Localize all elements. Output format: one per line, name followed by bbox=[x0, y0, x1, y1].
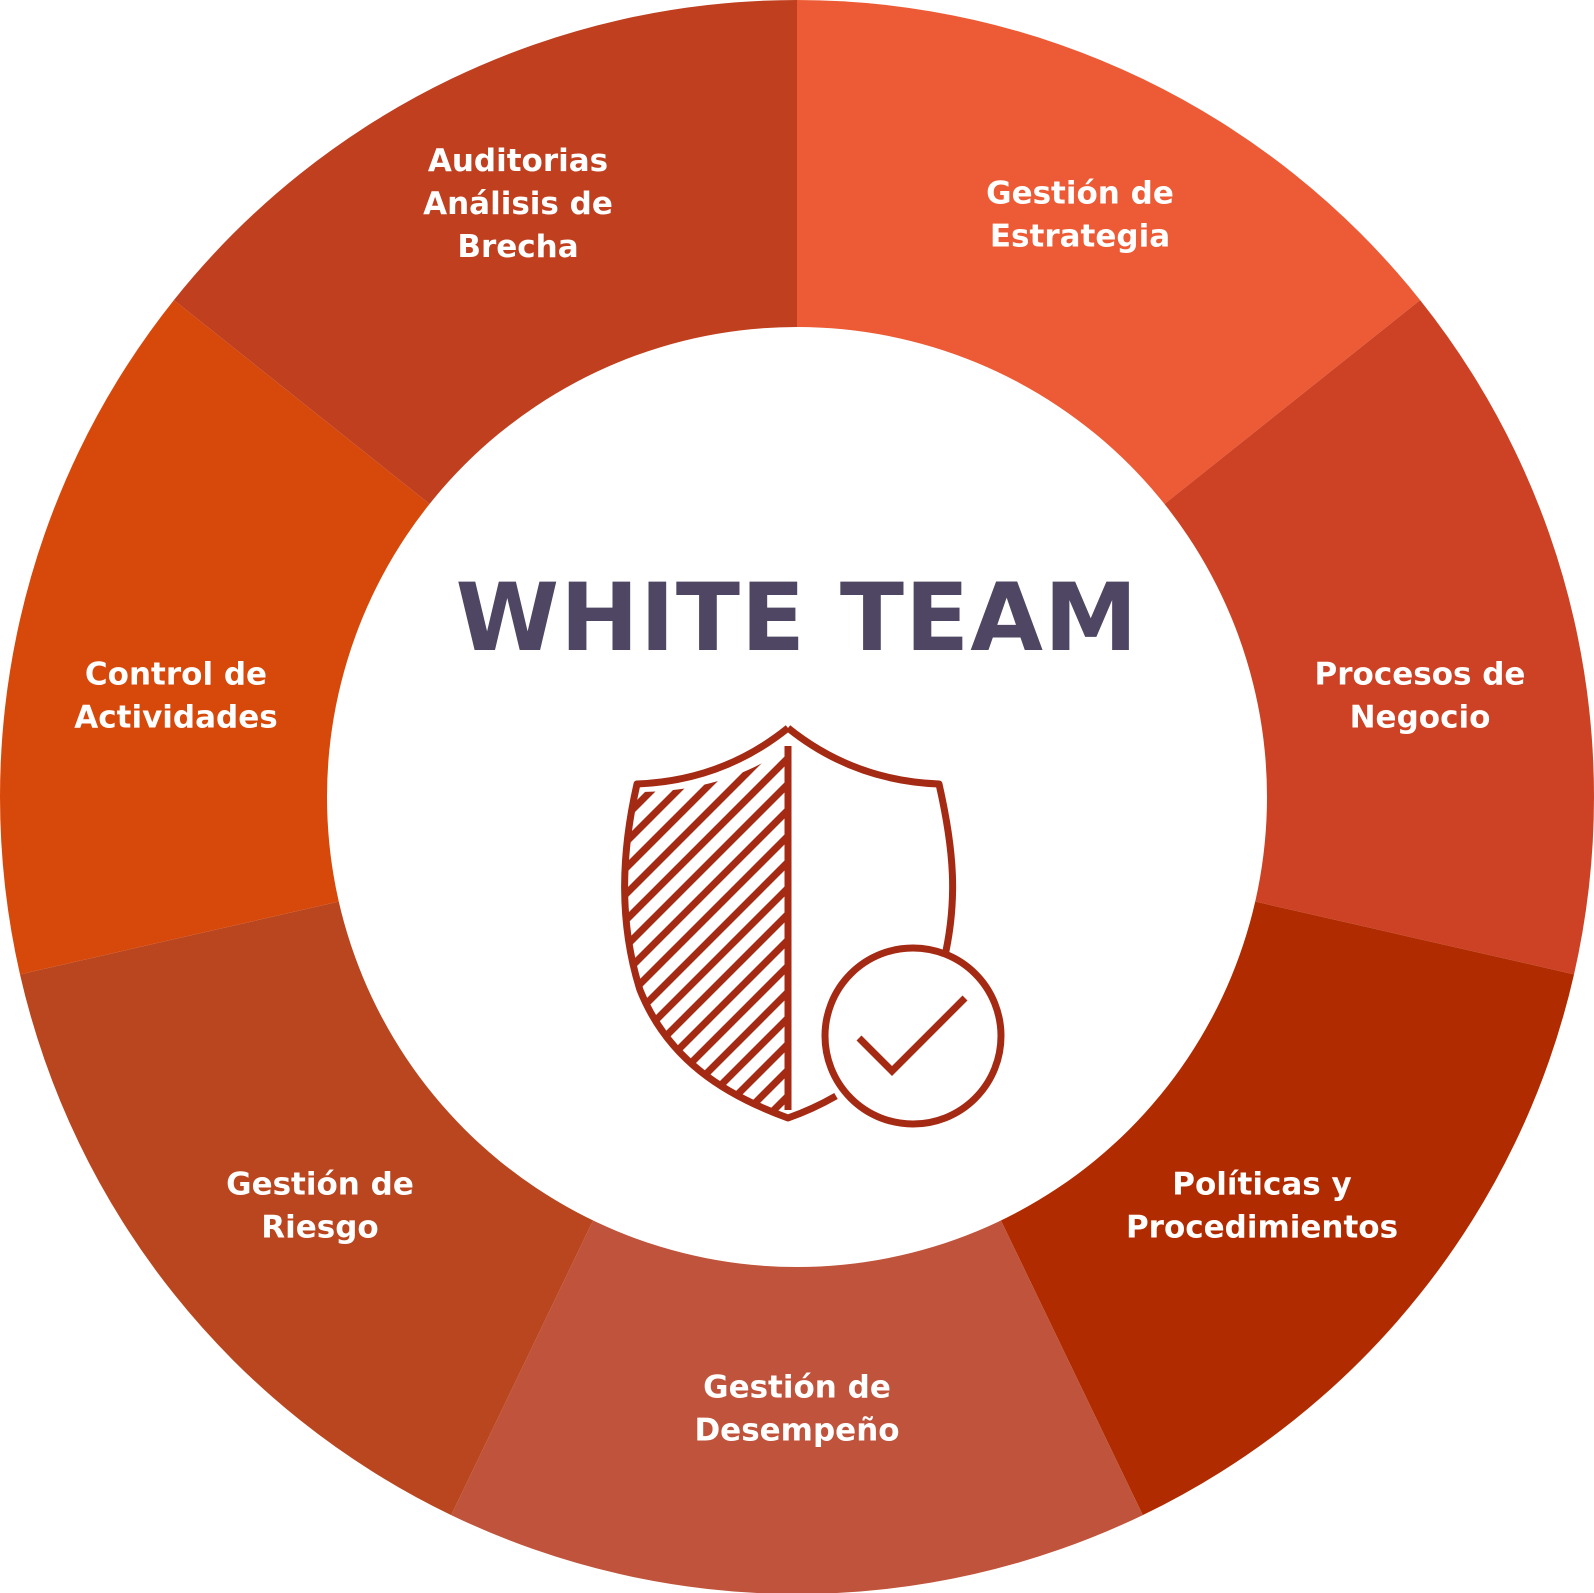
hatch-line bbox=[625, 747, 788, 1118]
center-title: WHITE TEAM bbox=[455, 564, 1138, 673]
center-circle bbox=[327, 327, 1267, 1267]
hatch-line bbox=[625, 747, 751, 1118]
shield-hatch bbox=[625, 747, 788, 1118]
segment-label-7-line-1: Auditorias bbox=[428, 143, 608, 179]
shield-outline-right-icon bbox=[785, 725, 957, 961]
segment-label-2-line-1: Procesos de bbox=[1315, 657, 1526, 693]
hatch-line bbox=[625, 747, 788, 1118]
segment-label-1-line-1: Gestión de bbox=[986, 176, 1174, 212]
segment-label-5-line-2: Riesgo bbox=[261, 1210, 378, 1246]
segment-label-2-line-2: Negocio bbox=[1350, 700, 1491, 736]
hatch-line bbox=[625, 747, 788, 1118]
hatch-line bbox=[625, 747, 788, 1118]
hatch-line bbox=[625, 747, 788, 1118]
hatch-line bbox=[625, 747, 788, 1118]
hatch-line bbox=[625, 747, 788, 1118]
hatch-line bbox=[625, 747, 788, 1118]
segment-label-6-line-2: Actividades bbox=[74, 700, 277, 736]
segment-label-6-line-1: Control de bbox=[85, 657, 267, 693]
segment-label-4-line-2: Desempeño bbox=[694, 1413, 899, 1449]
segment-label-3-line-1: Políticas y bbox=[1172, 1167, 1351, 1203]
segment-label-4-line-1: Gestión de bbox=[703, 1370, 891, 1406]
hatch-line bbox=[625, 747, 725, 1118]
segment-label-1-line-2: Estrategia bbox=[990, 219, 1170, 255]
segment-label-7-line-3: Brecha bbox=[457, 229, 578, 265]
hatch-line bbox=[625, 747, 777, 1118]
segment-label-3-line-2: Procedimientos bbox=[1126, 1210, 1398, 1246]
shield-outline-icon bbox=[621, 725, 838, 1122]
segment-label-5-line-1: Gestión de bbox=[226, 1167, 414, 1203]
check-circle-icon bbox=[821, 944, 1005, 1128]
shield-check-icon bbox=[621, 725, 1005, 1128]
segment-label-7-line-2: Análisis de bbox=[423, 186, 613, 222]
checkmark-icon bbox=[856, 995, 968, 1076]
hatch-line bbox=[625, 747, 788, 1118]
